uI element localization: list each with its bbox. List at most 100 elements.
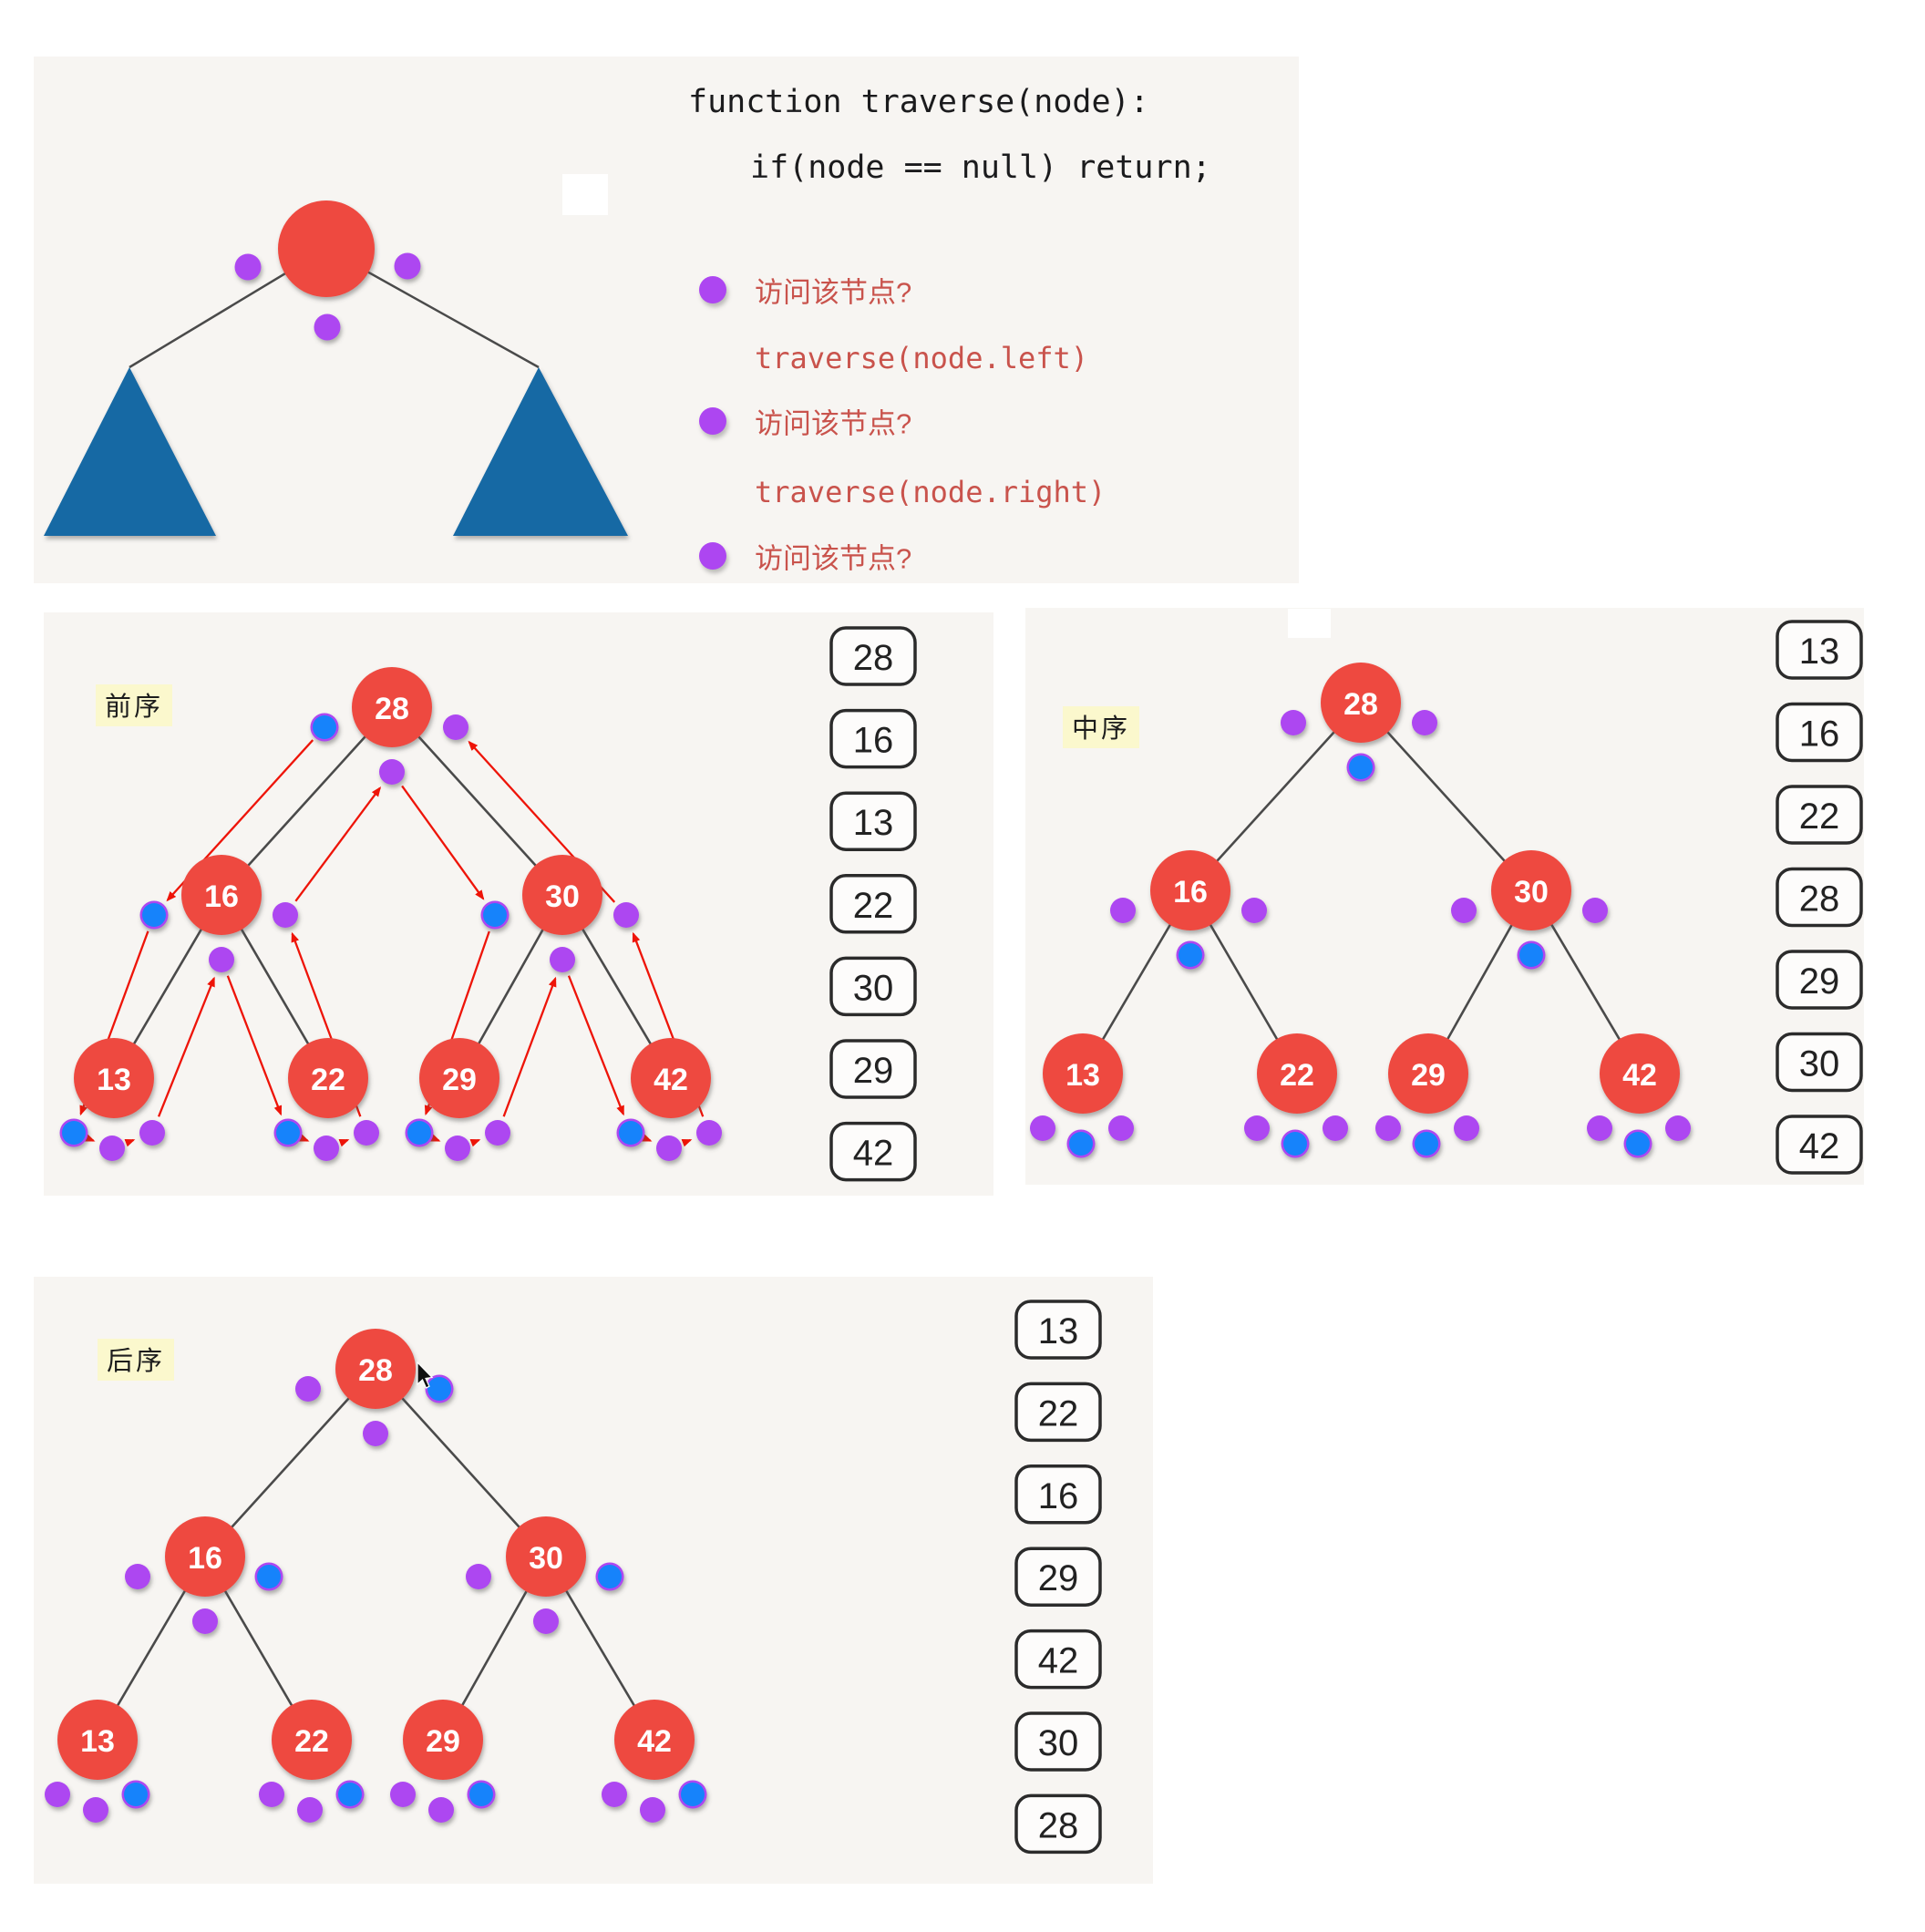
- traversal-arrow: [338, 1138, 350, 1147]
- visit-dot: [295, 1376, 321, 1402]
- traversal-arrow: [124, 1138, 136, 1147]
- panel-label: 后序: [107, 1346, 165, 1376]
- tree-node: 13: [1043, 1033, 1123, 1114]
- tree-node-label: 30: [1514, 875, 1549, 909]
- badge-background: [96, 684, 172, 726]
- tree-node-label: 16: [188, 1541, 222, 1576]
- visit-dot: [314, 1136, 339, 1161]
- visit-dot-visited: [142, 903, 166, 927]
- output-box-value: 13: [1038, 1311, 1079, 1351]
- tree-node-circle: [288, 1038, 368, 1118]
- tree-node-circle: [522, 855, 602, 935]
- bullet-dot-icon: [699, 276, 726, 303]
- visit-dot: [273, 902, 298, 928]
- output-box-value: 29: [1038, 1558, 1079, 1598]
- output-box: 30: [829, 956, 917, 1017]
- visit-dot-visited: [62, 1121, 86, 1145]
- tree-node: 30: [506, 1516, 586, 1597]
- tree-node-circle: [1321, 663, 1401, 743]
- visit-dot-visited: [1349, 755, 1373, 779]
- output-box-frame: [829, 1121, 917, 1182]
- output-box: 28: [1014, 1793, 1102, 1855]
- tree-node-label: 42: [1622, 1058, 1657, 1093]
- tree-node-circle: [403, 1700, 483, 1780]
- visit-dot-visited: [469, 1783, 493, 1806]
- output-box: 29: [1776, 950, 1863, 1010]
- code-line-1: function traverse(node):: [688, 84, 1149, 120]
- tree-node-circle: [1491, 850, 1571, 930]
- visit-dot: [466, 1564, 491, 1589]
- visit-dot-visited: [313, 715, 336, 739]
- intro-diagram: [44, 174, 628, 536]
- tree-node: 30: [522, 855, 602, 935]
- traversal-arrow: [502, 976, 557, 1117]
- visit-dot: [394, 252, 421, 280]
- bullet-dot-icon: [699, 407, 726, 435]
- output-box-value: 22: [1038, 1393, 1079, 1434]
- output-box-value: 16: [1799, 714, 1840, 755]
- bullet-question-text: 访问该节点?: [755, 276, 912, 309]
- tree-node: 22: [1257, 1033, 1337, 1114]
- visit-dot-visited: [1626, 1132, 1650, 1156]
- output-box: 13: [1014, 1300, 1102, 1360]
- tree-edge: [1189, 702, 1362, 891]
- panel-label-badge: 后序: [98, 1339, 174, 1381]
- output-box: 29: [829, 1039, 917, 1099]
- tree-node-circle: [1600, 1033, 1680, 1114]
- visit-dot: [1323, 1115, 1348, 1141]
- visit-dot: [354, 1120, 379, 1146]
- output-box-value: 30: [1038, 1723, 1079, 1763]
- tree-node-circle: [506, 1516, 586, 1597]
- visit-dot: [297, 1797, 323, 1823]
- traversal-arrow: [157, 976, 215, 1117]
- tree-node: 29: [1388, 1033, 1468, 1114]
- output-box: 13: [1776, 620, 1863, 680]
- tree-node: 29: [419, 1038, 499, 1118]
- tree-node-circle: [272, 1700, 352, 1780]
- tree-node-label: 16: [1173, 875, 1208, 909]
- output-box-value: 42: [853, 1134, 894, 1174]
- traversal-arrow: [429, 1134, 441, 1142]
- output-box-frame: [1776, 1115, 1863, 1175]
- tree-node-label: 42: [654, 1063, 688, 1097]
- bullet-code-text: traverse(node.left): [755, 341, 1089, 375]
- output-box-frame: [1776, 950, 1863, 1010]
- tree-node-label: 22: [311, 1063, 345, 1097]
- visit-dot: [602, 1782, 627, 1807]
- output-box-value: 13: [1799, 632, 1840, 672]
- output-box-value: 16: [1038, 1476, 1079, 1516]
- output-box-frame: [829, 791, 917, 851]
- traversal-arrow: [294, 786, 382, 902]
- visit-dot-visited: [681, 1783, 705, 1806]
- tree-edge: [391, 706, 563, 896]
- output-box-value: 29: [853, 1051, 894, 1091]
- tree-node: 30: [1491, 850, 1571, 930]
- output-box-value: 28: [853, 638, 894, 678]
- visit-dot: [209, 947, 234, 972]
- tree-edge: [1360, 702, 1532, 891]
- visit-dot: [125, 1564, 150, 1589]
- output-box: 22: [1776, 785, 1863, 845]
- output-box-frame: [1014, 1464, 1102, 1525]
- visit-dot: [1241, 898, 1267, 923]
- output-box-frame: [1014, 1300, 1102, 1360]
- output-box: 42: [1014, 1629, 1102, 1690]
- visit-dot-visited: [1283, 1132, 1307, 1156]
- output-box-value: 16: [853, 721, 894, 761]
- visit-dot-visited: [1415, 1132, 1438, 1156]
- tree-node: 16: [165, 1516, 245, 1597]
- traversal-arrow: [469, 1138, 481, 1147]
- visit-dot: [259, 1782, 284, 1807]
- output-box-value: 22: [1799, 796, 1840, 837]
- tree-node-circle: [1150, 850, 1230, 930]
- visit-dot-visited: [1519, 943, 1543, 967]
- output-box: 16: [829, 708, 917, 769]
- output-box-frame: [1776, 785, 1863, 845]
- visit-dot: [139, 1120, 165, 1146]
- bullet-dot-icon: [699, 542, 726, 570]
- output-box-frame: [1776, 867, 1863, 928]
